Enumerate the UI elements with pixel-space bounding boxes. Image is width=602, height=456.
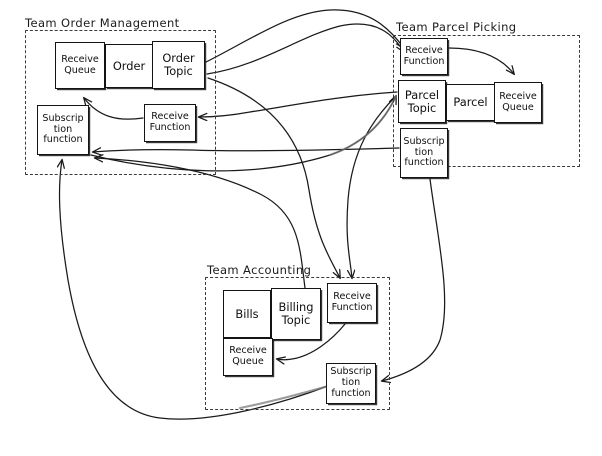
node-om-order-topic[interactable]: Order Topic [152, 41, 205, 89]
edge-order-topic-to-pp-receive-func-lower [206, 23, 404, 75]
node-ac-subscription-function[interactable]: Subscrip tion function [326, 363, 376, 404]
edge-order-topic-to-pp-receive-func-upper [205, 9, 404, 63]
edge-om-subscription-to-pp-parcel-topic-shadow [328, 94, 398, 157]
node-label: Receive Queue [499, 90, 537, 113]
node-ac-billing-topic[interactable]: Billing Topic [271, 288, 321, 340]
edge-order-topic-to-ac-receive-func [207, 77, 340, 278]
node-pp-receive-function[interactable]: Receive Function [400, 38, 448, 75]
group-title-order-management: Team Order Management [25, 16, 180, 30]
node-om-receive-function[interactable]: Receive Function [144, 104, 196, 142]
node-label: Subscrip tion function [403, 135, 445, 169]
edge-pp-subscription-to-ac-subscription [382, 178, 446, 381]
node-om-receive-queue[interactable]: Receive Queue [55, 42, 105, 89]
node-ac-bills[interactable]: Bills [223, 290, 271, 338]
node-label: Bills [235, 306, 259, 321]
node-pp-parcel-topic[interactable]: Parcel Topic [398, 80, 446, 123]
edge-pp-parcel-topic-to-ac-receive-func [346, 95, 397, 278]
node-label: Receive Queue [229, 345, 267, 367]
group-order-management [25, 30, 216, 175]
node-label: Parcel [453, 95, 488, 110]
node-label: Parcel Topic [404, 87, 440, 115]
group-title-accounting: Team Accounting [207, 263, 312, 277]
edge-pp-parcel-topic-to-om-receive-func [199, 91, 398, 117]
node-label: Receive Function [149, 111, 191, 133]
group-parcel-picking [393, 35, 580, 167]
node-om-order[interactable]: Order [105, 44, 153, 88]
node-om-subscription-function[interactable]: Subscrip tion function [37, 105, 89, 155]
node-pp-parcel[interactable]: Parcel [446, 84, 495, 121]
node-label: Receive Queue [61, 53, 99, 76]
node-pp-subscription-function[interactable]: Subscrip tion function [400, 128, 448, 178]
node-label: Order [112, 58, 146, 73]
node-label: Receive Function [403, 44, 445, 67]
node-ac-receive-queue[interactable]: Receive Queue [223, 338, 273, 376]
group-accounting [205, 277, 390, 410]
node-ac-receive-function[interactable]: Receive Function [327, 283, 377, 323]
node-label: Receive Function [331, 291, 373, 313]
node-label: Billing Topic [278, 300, 314, 327]
node-pp-receive-queue[interactable]: Receive Queue [494, 82, 542, 123]
node-label: Subscrip tion function [42, 112, 84, 146]
node-label: Subscrip tion function [330, 366, 372, 399]
node-label: Order Topic [162, 51, 195, 78]
group-title-parcel-picking: Team Parcel Picking [396, 20, 517, 34]
